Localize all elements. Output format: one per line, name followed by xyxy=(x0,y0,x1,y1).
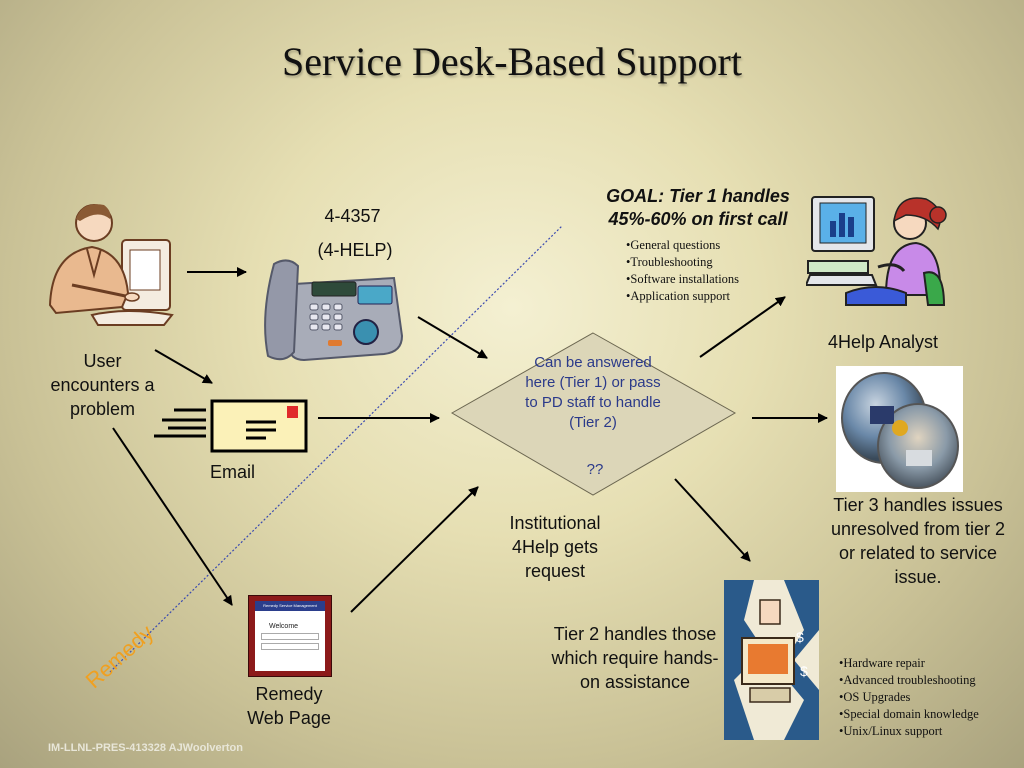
tier1-item: •General questions xyxy=(626,238,721,252)
arrow-phone-to-decision xyxy=(417,316,488,359)
tier2-item: •Unix/Linux support xyxy=(839,724,943,738)
decision-question: ?? xyxy=(586,461,604,478)
remedy-label: Remedy Web Page xyxy=(247,684,331,728)
user-computer-icon xyxy=(48,204,174,326)
help-analyst-icon xyxy=(806,196,947,306)
arrow-decision-to-tier2 xyxy=(674,478,751,562)
svg-text:$: $ xyxy=(800,663,808,679)
decision-diamond xyxy=(450,332,737,496)
tier1-goal: GOAL: Tier 1 handles 45%-60% on first ca… xyxy=(606,186,790,229)
phone-mnemonic: (4-HELP) xyxy=(317,240,393,260)
telephone-icon xyxy=(264,259,404,362)
slide-footer: IM-LLNL-PRES-413328 AJWoolverton xyxy=(48,742,243,754)
arrow-decision-to-tier1 xyxy=(699,296,786,358)
decision-text: Can be answered here (Tier 1) or pass to… xyxy=(525,354,661,431)
remedy-screen-welcome: Welcome xyxy=(269,623,299,630)
phone-number: 4-4357 xyxy=(324,206,381,226)
tier1-item: •Troubleshooting xyxy=(626,255,713,269)
tier1-list: •General questions •Troubleshooting •Sof… xyxy=(626,237,796,305)
user-label: User encounters a problem xyxy=(50,351,155,419)
tier2-item: •OS Upgrades xyxy=(839,690,911,704)
tier2-list: •Hardware repair •Advanced troubleshooti… xyxy=(839,655,1019,740)
analyst-label: 4Help Analyst xyxy=(827,332,939,352)
tier3-staff-photo xyxy=(836,366,963,492)
slide-title: Service Desk-Based Support xyxy=(282,39,742,84)
tier2-item: •Special domain knowledge xyxy=(839,707,979,721)
remedy-web-page-thumbnail: Remedy Service Management Welcome xyxy=(248,595,332,677)
arrow-remedy-to-decision xyxy=(350,486,479,613)
email-label: Email xyxy=(209,462,255,482)
tier3-label: Tier 3 handles issues unresolved from ti… xyxy=(830,495,1006,587)
arrow-user-to-email xyxy=(154,349,213,384)
tier1-item: •Software installations xyxy=(626,272,740,286)
tier2-label: Tier 2 handles those which require hands… xyxy=(551,624,719,692)
arrow-user-to-remedy xyxy=(112,427,233,606)
remedy-screen-header: Remedy Service Management xyxy=(255,601,325,611)
tier2-technician-icon: $ $ xyxy=(724,580,819,740)
institutional-label: Institutional 4Help gets request xyxy=(509,513,601,581)
tier1-item: •Application support xyxy=(626,289,731,303)
dotted-divider xyxy=(109,225,563,673)
tier2-item: •Hardware repair xyxy=(839,656,925,670)
svg-text:$: $ xyxy=(796,629,804,645)
tier2-item: •Advanced troubleshooting xyxy=(839,673,976,687)
email-envelope-icon xyxy=(154,399,308,453)
